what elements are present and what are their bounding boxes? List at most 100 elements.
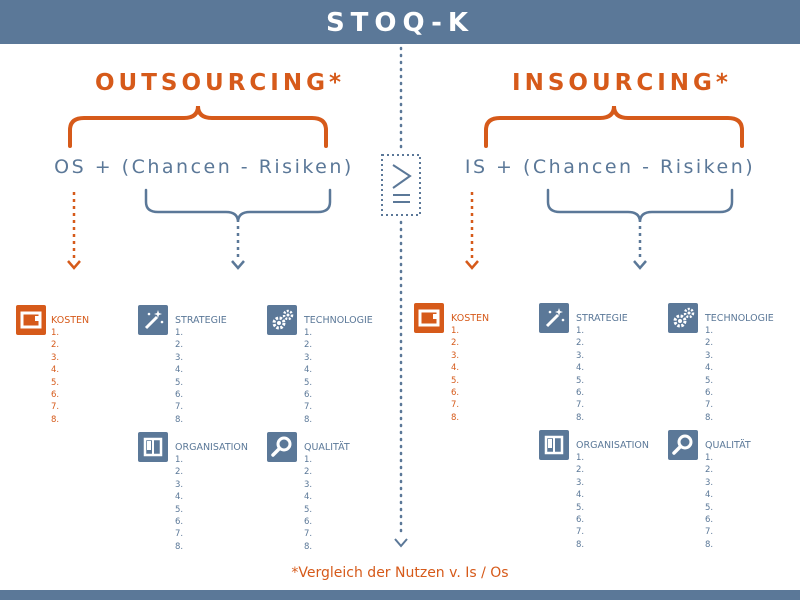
list-item: 6. bbox=[175, 389, 184, 400]
list-item: 6. bbox=[304, 516, 313, 527]
outsourcing-risk-brace bbox=[144, 188, 332, 223]
outsourcing-risk-arrow bbox=[231, 226, 245, 270]
insourcing-cost-arrow bbox=[465, 192, 479, 270]
kosten-list: 1.2.3.4.5.6.7.8. bbox=[451, 325, 459, 424]
technologie-label: TECHNOLOGIE bbox=[705, 313, 774, 324]
list-item: 7. bbox=[576, 527, 585, 538]
list-item: 3. bbox=[175, 352, 184, 363]
list-item: 5. bbox=[175, 377, 184, 388]
book-icon bbox=[138, 432, 168, 462]
list-item: 5. bbox=[304, 504, 313, 515]
list-item: 5. bbox=[175, 504, 184, 515]
list-item: 6. bbox=[451, 387, 460, 398]
list-item: 7. bbox=[51, 402, 60, 413]
insourcing-brace bbox=[484, 105, 744, 148]
list-item: 5. bbox=[576, 375, 585, 386]
compare-box bbox=[381, 154, 421, 216]
list-item: 6. bbox=[304, 389, 313, 400]
list-item: 7. bbox=[304, 402, 313, 413]
magnifier-icon bbox=[668, 430, 698, 460]
list-item: 2. bbox=[451, 338, 460, 349]
kosten-icon bbox=[16, 305, 46, 335]
list-item: 6. bbox=[51, 389, 60, 400]
list-item: 4. bbox=[705, 363, 714, 374]
list-item: 3. bbox=[576, 477, 585, 488]
strategie-label: STRATEGIE bbox=[576, 313, 628, 324]
outsourcing-formula: OS + (Chancen - Risiken) bbox=[54, 156, 354, 178]
kosten-list: 1. 2.3. 4.5.6. 7.8. bbox=[51, 327, 59, 426]
list-item: 8. bbox=[304, 541, 313, 552]
list-item: 2. bbox=[51, 340, 60, 351]
list-item: 7. bbox=[705, 400, 714, 411]
list-item: 8. bbox=[576, 412, 585, 423]
outsourcing-brace bbox=[68, 105, 328, 148]
list-item: 1. bbox=[304, 455, 313, 465]
footnote: *Vergleich der Nutzen v. Is / Os bbox=[291, 565, 509, 581]
list-item: 2. bbox=[175, 467, 184, 478]
list-item: 7. bbox=[175, 402, 184, 413]
list-item: 4. bbox=[576, 490, 585, 501]
outsourcing-cost-arrow bbox=[67, 192, 81, 270]
magnifier-icon bbox=[267, 432, 297, 462]
list-item: 5. bbox=[451, 375, 460, 386]
list-item: 1. bbox=[451, 326, 460, 336]
list-item: 7. bbox=[304, 529, 313, 540]
technologie-list: 1.2.3.4.5.6.7.8. bbox=[304, 327, 312, 426]
organisation-label: ORGANISATION bbox=[175, 442, 249, 453]
qualitaet-label: QUALITÄT bbox=[304, 442, 350, 453]
list-item: 1. bbox=[576, 326, 585, 336]
outsourcing-heading: OUTSOURCING* bbox=[94, 70, 345, 96]
list-item: 8. bbox=[51, 414, 60, 425]
kosten-label: KOSTEN bbox=[451, 313, 490, 324]
book-icon bbox=[539, 430, 569, 460]
list-item: 3. bbox=[175, 479, 184, 490]
strategie-list: 1.2.3.4.5.6.7.8. bbox=[576, 325, 584, 424]
list-item: 4. bbox=[304, 365, 313, 376]
list-item: 4. bbox=[576, 363, 585, 374]
strategie-list: 1.2.3.4.5.6.7.8. bbox=[175, 327, 183, 426]
technologie-label: TECHNOLOGIE bbox=[304, 315, 373, 326]
list-item: 8. bbox=[175, 541, 184, 552]
list-item: 5. bbox=[705, 502, 714, 513]
strategie-label: STRATEGIE bbox=[175, 315, 227, 326]
list-item: 5. bbox=[51, 377, 60, 388]
list-item: 4. bbox=[175, 365, 184, 376]
list-item: 8. bbox=[705, 412, 714, 423]
list-item: 7. bbox=[705, 527, 714, 538]
list-item: 5. bbox=[304, 377, 313, 388]
list-item: 2. bbox=[705, 465, 714, 476]
magic-wand-icon bbox=[539, 303, 569, 333]
list-item: 3. bbox=[576, 350, 585, 361]
bottom-bar bbox=[0, 590, 800, 600]
organisation-list: 1.2.3.4.5.6.7.8. bbox=[576, 452, 584, 551]
list-item: 1. bbox=[304, 328, 313, 338]
insourcing-heading: INSOURCING* bbox=[512, 70, 732, 96]
list-item: 1. bbox=[51, 328, 60, 338]
center-divider-arrow bbox=[394, 538, 408, 548]
list-item: 6. bbox=[576, 387, 585, 398]
qualitaet-label: QUALITÄT bbox=[705, 440, 751, 451]
list-item: 2. bbox=[304, 467, 313, 478]
list-item: 8. bbox=[576, 539, 585, 550]
organisation-label: ORGANISATION bbox=[576, 440, 650, 451]
list-item: 1. bbox=[705, 453, 714, 463]
list-item: 3. bbox=[304, 479, 313, 490]
list-item: 6. bbox=[175, 516, 184, 527]
list-item: 8. bbox=[451, 412, 460, 423]
title-bar: STOQ-K bbox=[0, 0, 800, 44]
list-item: 4. bbox=[51, 365, 60, 376]
list-item: 3. bbox=[705, 477, 714, 488]
qualitaet-list: 1.2.3.4.5.6.7.8. bbox=[705, 452, 713, 551]
list-item: 6. bbox=[705, 387, 714, 398]
list-item: 7. bbox=[576, 400, 585, 411]
list-item: 3. bbox=[51, 352, 60, 363]
technologie-list: 1.2.3.4.5.6.7.8. bbox=[705, 325, 713, 424]
list-item: 2. bbox=[576, 465, 585, 476]
insourcing-risk-arrow bbox=[633, 226, 647, 270]
gears-icon bbox=[668, 303, 698, 333]
list-item: 8. bbox=[304, 414, 313, 425]
list-item: 1. bbox=[705, 326, 714, 336]
gears-icon bbox=[267, 305, 297, 335]
list-item: 2. bbox=[705, 338, 714, 349]
list-item: 2. bbox=[304, 340, 313, 351]
